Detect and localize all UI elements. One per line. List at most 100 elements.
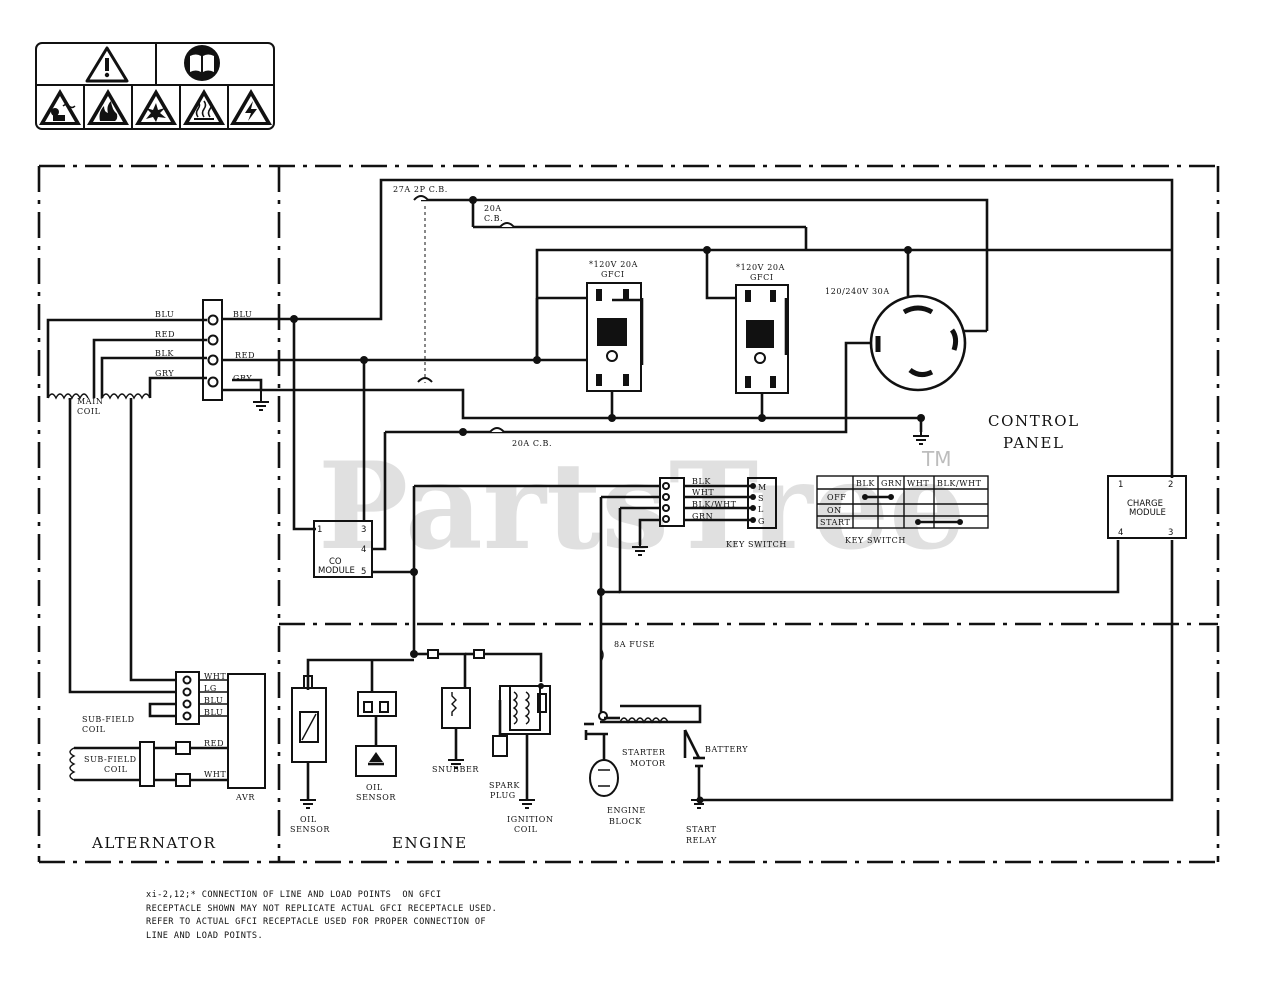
gfci-1-label-line2: GFCI bbox=[601, 270, 625, 279]
key-switch-connector bbox=[659, 477, 777, 529]
charge-module-label-line2: MODULE bbox=[1129, 508, 1166, 518]
ks-table-header-wht: WHT bbox=[907, 479, 929, 488]
engine-block-label-line2: BLOCK bbox=[609, 817, 642, 826]
co-pin-1: 1 bbox=[317, 525, 322, 535]
alt-red-right: RED bbox=[235, 351, 255, 360]
sub-field-top-label-line1: SUB-FIELD bbox=[82, 715, 135, 724]
ks-table-row-on: ON bbox=[827, 506, 842, 515]
fuse-label: 8A FUSE bbox=[614, 640, 655, 649]
ks-wire-wht: WHT bbox=[692, 488, 714, 497]
breaker-27a bbox=[413, 195, 433, 383]
control-panel-label-line1: CONTROL bbox=[988, 412, 1080, 430]
ks-table-row-off: OFF bbox=[827, 493, 846, 502]
engine-block-label-line1: ENGINE bbox=[607, 806, 646, 815]
avr-wht: WHT bbox=[204, 672, 226, 681]
control-panel-label-line2: PANEL bbox=[1003, 434, 1065, 452]
gfci-2-label-line1: *120V 20A bbox=[736, 263, 785, 272]
control-panel-wiring bbox=[222, 178, 1174, 802]
alt-gry-right: GRY bbox=[233, 374, 252, 383]
engine-wiring bbox=[291, 648, 707, 809]
main-coil-label-line2: COIL bbox=[77, 407, 101, 416]
gfci-outlet-1 bbox=[586, 282, 642, 392]
junction-dots bbox=[290, 196, 925, 658]
avr-wht-lower: WHT bbox=[204, 770, 226, 779]
co-pin-4: 4 bbox=[361, 545, 366, 555]
ks-table-header-blk: BLK bbox=[856, 479, 875, 488]
section-frames bbox=[37, 164, 1220, 864]
start-relay-label-line2: RELAY bbox=[686, 836, 717, 845]
gfci-2-label-line2: GFCI bbox=[750, 273, 774, 282]
ks-pin-s: S bbox=[758, 494, 764, 503]
co-module-label-line1: CO bbox=[329, 557, 342, 567]
start-relay-label-line1: START bbox=[686, 825, 716, 834]
breaker-20a-top bbox=[499, 222, 515, 228]
oil-sensor-1-label-line1: OIL bbox=[300, 815, 317, 824]
breaker-27a-label: 27A 2P C.B. bbox=[393, 185, 448, 194]
gfci-1-label-line1: *120V 20A bbox=[589, 260, 638, 269]
avr-blu-2: BLU bbox=[204, 708, 223, 717]
oil-sensor-2-label-line1: OIL bbox=[366, 783, 383, 792]
starter-motor-label-line1: STARTER bbox=[622, 748, 666, 757]
alt-red-left: RED bbox=[155, 330, 175, 339]
avr-blu-1: BLU bbox=[204, 696, 223, 705]
charge-module bbox=[1107, 475, 1187, 539]
breaker-20a-bottom bbox=[489, 427, 505, 433]
breaker-20a-bottom-label: 20A C.B. bbox=[512, 439, 552, 448]
ks-table-header-blkwht: BLK/WHT bbox=[937, 479, 982, 488]
spark-plug-label-line2: PLUG bbox=[490, 791, 516, 800]
explosion-hazard-icon bbox=[135, 89, 177, 125]
co-pin-3: 3 bbox=[361, 525, 366, 535]
ks-pin-g: G bbox=[758, 517, 765, 526]
read-manual-icon bbox=[184, 45, 220, 81]
sub-field-label-line1: SUB-FIELD bbox=[84, 755, 137, 764]
ks-pin-l: L bbox=[758, 505, 764, 514]
electric-shock-icon bbox=[230, 89, 272, 125]
footnote-line-2: RECEPTACLE SHOWN MAY NOT REPLICATE ACTUA… bbox=[146, 903, 498, 914]
co-module-label-line2: MODULE bbox=[318, 566, 355, 576]
fire-hazard-icon bbox=[87, 89, 129, 125]
ks-wire-blkwht: BLK/WHT bbox=[692, 500, 737, 509]
gfci-outlet-2 bbox=[735, 284, 789, 394]
alternator-section-label: ALTERNATOR bbox=[91, 834, 217, 852]
key-switch-table bbox=[816, 475, 989, 529]
charge-module-label-line1: CHARGE bbox=[1127, 499, 1163, 509]
charge-pin-2: 2 bbox=[1168, 480, 1173, 490]
avr-lg: LG bbox=[204, 684, 217, 693]
co-module bbox=[313, 520, 373, 578]
warning-label-panel bbox=[35, 42, 275, 130]
ks-table-row-start: START bbox=[820, 518, 850, 527]
alternator-wiring bbox=[46, 299, 294, 789]
main-coil-label-line1: MAIN bbox=[77, 397, 104, 406]
co-pin-5: 5 bbox=[361, 567, 366, 577]
sub-field-label-line2: COIL bbox=[104, 765, 128, 774]
breaker-20a-top-label-line1: 20A bbox=[484, 204, 502, 213]
ks-table-header-grn: GRN bbox=[881, 479, 902, 488]
charge-pin-1: 1 bbox=[1118, 480, 1123, 490]
ks-wire-blk: BLK bbox=[692, 477, 711, 486]
snubber-label: SNUBBER bbox=[432, 765, 479, 774]
key-switch-label: KEY SWITCH bbox=[726, 540, 787, 549]
sub-field-top-label-line2: COIL bbox=[82, 725, 106, 734]
toxic-fumes-icon bbox=[39, 89, 81, 125]
spark-plug-label-line1: SPARK bbox=[489, 781, 520, 790]
ks-table-label: KEY SWITCH bbox=[845, 536, 906, 545]
breaker-20a-top-label-line2: C.B. bbox=[484, 214, 503, 223]
ks-pin-m: M bbox=[758, 483, 767, 492]
charge-pin-3: 3 bbox=[1168, 528, 1173, 538]
starter-motor-label-line2: MOTOR bbox=[630, 759, 666, 768]
watermark-tm: TM bbox=[921, 447, 951, 471]
engine-section-label: ENGINE bbox=[392, 834, 468, 852]
footnote-line-4: LINE AND LOAD POINTS. bbox=[146, 930, 264, 941]
avr-red: RED bbox=[204, 739, 224, 748]
battery-label: BATTERY bbox=[705, 745, 748, 754]
warning-triangle-icon bbox=[85, 46, 129, 83]
avr-label: AVR bbox=[235, 793, 255, 802]
ignition-coil-label-line2: COIL bbox=[514, 825, 538, 834]
alt-gry-left: GRY bbox=[155, 369, 174, 378]
alt-blu-right: BLU bbox=[233, 310, 252, 319]
ignition-coil-label-line1: IGNITION bbox=[507, 815, 554, 824]
twistlock-label: 120/240V 30A bbox=[825, 287, 890, 296]
alt-blu-left: BLU bbox=[155, 310, 174, 319]
twistlock-receptacle bbox=[869, 294, 967, 392]
footnote: xi-2,12;* CONNECTION OF LINE AND LOAD PO… bbox=[146, 889, 497, 943]
